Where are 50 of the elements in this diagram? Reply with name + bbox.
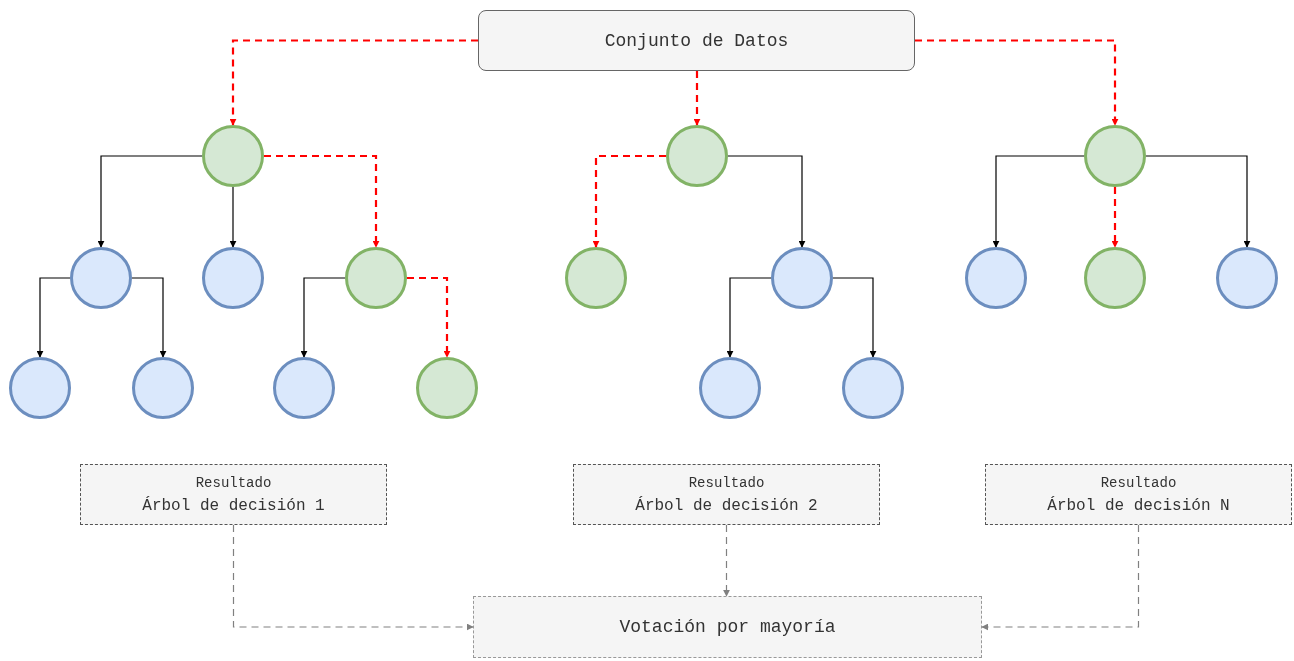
result-box: [80, 464, 387, 525]
tree-node: [202, 247, 264, 309]
arrow: [981, 524, 1140, 631]
arrow: [832, 277, 877, 358]
selected-tree-node: [1084, 247, 1146, 309]
selected-tree-node: [345, 247, 407, 309]
tree-node: [965, 247, 1027, 309]
arrow: [232, 524, 474, 631]
box-label: Conjunto de Datos: [604, 30, 789, 51]
arrow: [1111, 187, 1119, 248]
arrow: [229, 186, 237, 248]
selected-tree-node: [666, 125, 728, 187]
selected-tree-node: [565, 247, 627, 309]
arrow: [727, 155, 806, 248]
tree-node: [842, 357, 904, 419]
arrow: [407, 276, 451, 358]
tree-name: Árbol de decisión 2: [635, 495, 818, 517]
box-label: Votación por mayoría: [619, 617, 836, 637]
arrow: [229, 39, 478, 126]
selected-tree-node: [1084, 125, 1146, 187]
arrow: [915, 39, 1119, 126]
arrow: [723, 524, 730, 597]
voting-box: [473, 596, 982, 658]
tree-node: [771, 247, 833, 309]
tree-node: [1216, 247, 1278, 309]
arrow: [131, 277, 167, 358]
arrow: [992, 155, 1085, 248]
result-box: [573, 464, 880, 525]
selected-tree-node: [416, 357, 478, 419]
arrow: [97, 155, 203, 248]
tree-node: [9, 357, 71, 419]
result-heading: Resultado: [195, 473, 272, 493]
dataset-box: [478, 10, 915, 71]
arrow: [300, 277, 346, 358]
result-heading: Resultado: [688, 473, 765, 493]
tree-node: [699, 357, 761, 419]
result-box: [985, 464, 1292, 525]
arrow: [592, 154, 666, 248]
tree-name: Árbol de decisión 1: [142, 495, 325, 517]
tree-node: [132, 357, 194, 419]
result-heading: Resultado: [1100, 473, 1177, 493]
selected-tree-node: [202, 125, 264, 187]
arrow: [36, 277, 71, 358]
arrow: [1145, 155, 1251, 248]
tree-node: [273, 357, 335, 419]
arrow: [264, 154, 380, 248]
arrow: [726, 277, 772, 358]
tree-name: Árbol de decisión N: [1047, 495, 1230, 517]
tree-node: [70, 247, 132, 309]
arrow: [693, 71, 701, 126]
